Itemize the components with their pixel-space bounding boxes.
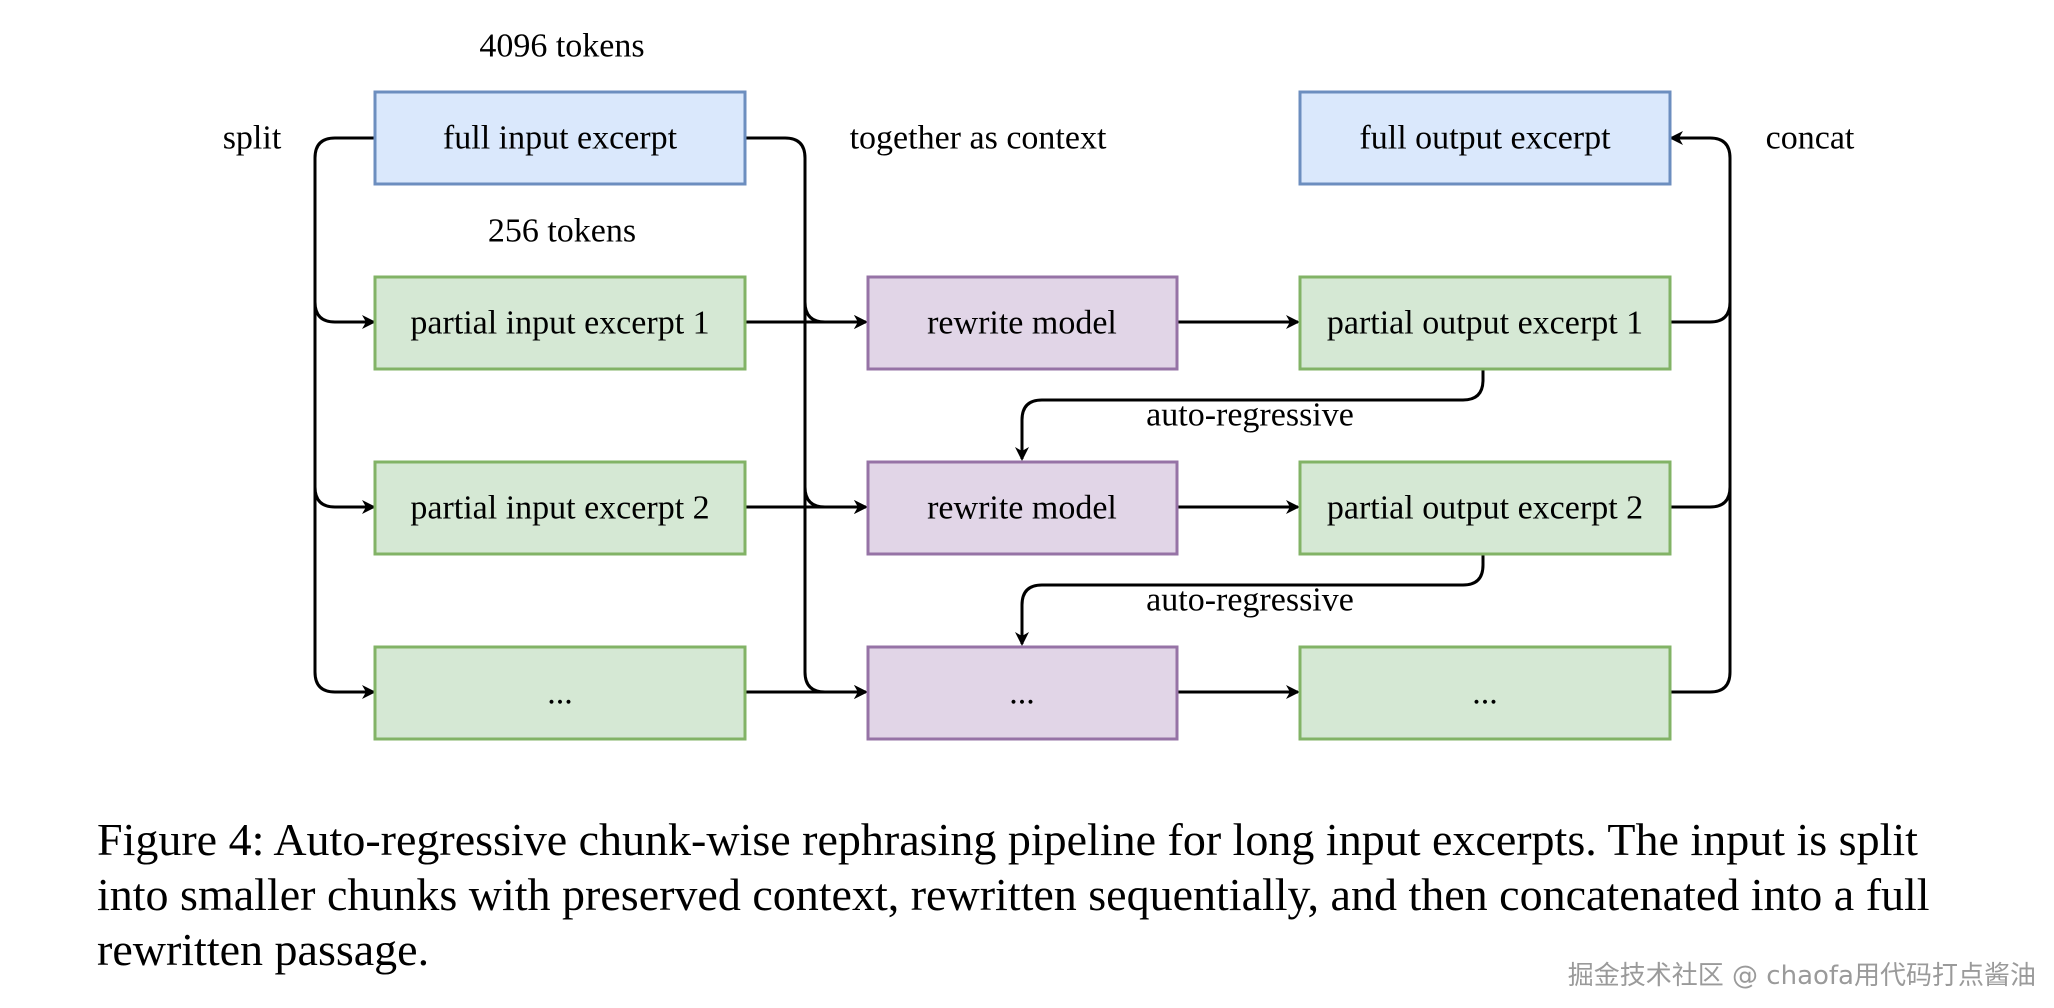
partial-output-1-box xyxy=(1298,275,1672,371)
edge-context-to-rewrite-2 xyxy=(803,302,868,514)
edge-partial-output-more-to-concat xyxy=(1669,131,1732,694)
partial-output-2-box xyxy=(1298,460,1672,556)
edge-autoregressive-2 xyxy=(1015,554,1485,646)
edge-partial-output-2-to-concat xyxy=(1670,486,1732,509)
partial-output-2-label: partial output excerpt 2 xyxy=(1327,490,1643,527)
edge-context-to-rewrite-1 xyxy=(745,136,868,329)
rewrite-model-more-box xyxy=(866,645,1179,741)
edge-partial-output-1-to-concat xyxy=(1670,301,1732,324)
full-input-box xyxy=(373,90,747,186)
partial-input-more-label: ... xyxy=(547,675,573,712)
partial-input-1-box xyxy=(373,275,747,371)
edge-autoregressive-1 xyxy=(1015,369,1485,461)
full-input-label: full input excerpt xyxy=(443,120,678,157)
label-concat: concat xyxy=(1766,120,1855,157)
full-output-label: full output excerpt xyxy=(1359,120,1611,157)
label-auto-regressive-2: auto-regressive xyxy=(1146,582,1354,619)
figure-caption: Figure 4: Auto-regressive chunk-wise rep… xyxy=(97,814,1930,975)
annotations: 4096 tokens 256 tokens split together as… xyxy=(223,28,1855,619)
rewrite-model-1-label: rewrite model xyxy=(927,305,1117,342)
edge-split-to-partial-input-1 xyxy=(313,136,376,329)
partial-input-1-label: partial input excerpt 1 xyxy=(410,305,709,342)
watermark: 掘金技术社区 @ chaofa用代码打点酱油 xyxy=(1567,961,2036,991)
rewrite-model-more-label: ... xyxy=(1009,675,1035,712)
edge-split-to-partial-input-2 xyxy=(313,302,376,514)
full-output-box xyxy=(1298,90,1672,186)
edges xyxy=(313,131,1732,699)
partial-output-more-label: ... xyxy=(1472,675,1498,712)
partial-output-more-box xyxy=(1298,645,1672,741)
edge-context-to-rewrite-more xyxy=(803,487,868,699)
partial-input-2-box xyxy=(373,460,747,556)
label-256-tokens: 256 tokens xyxy=(488,213,636,250)
partial-input-2-label: partial input excerpt 2 xyxy=(410,490,709,527)
partial-input-more-box xyxy=(373,645,747,741)
partial-output-1-label: partial output excerpt 1 xyxy=(1327,305,1643,342)
label-split: split xyxy=(223,120,282,157)
rewrite-model-2-label: rewrite model xyxy=(927,490,1117,527)
label-auto-regressive-1: auto-regressive xyxy=(1146,397,1354,434)
rewrite-model-1-box xyxy=(866,275,1179,371)
nodes: full input excerpt full output excerpt p… xyxy=(373,90,1672,741)
edge-split-to-partial-input-more xyxy=(313,487,376,699)
label-4096-tokens: 4096 tokens xyxy=(479,28,644,65)
rewrite-model-2-box xyxy=(866,460,1179,556)
label-together-as-context: together as context xyxy=(850,120,1107,157)
